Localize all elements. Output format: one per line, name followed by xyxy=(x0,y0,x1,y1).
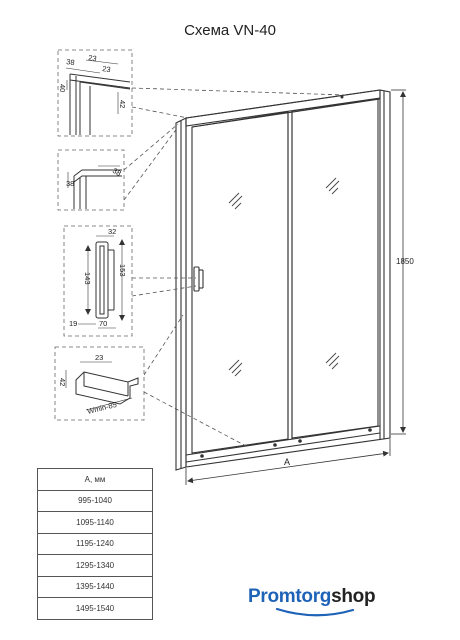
detail3-dim-153: 153 xyxy=(118,264,127,277)
brand-logo-part2: shop xyxy=(331,586,376,607)
detail1-dim-40: 40 xyxy=(58,84,67,92)
detail-top-profile xyxy=(57,49,133,137)
door-handle xyxy=(193,266,204,292)
door-rollers xyxy=(200,95,372,458)
width-label: A xyxy=(284,457,290,467)
detail1-dim-23b: 23 xyxy=(102,64,112,74)
table-row: 1195-1240 xyxy=(37,532,153,555)
brand-logo: Promtorgshop xyxy=(248,586,376,608)
detail4-dim-42: 42 xyxy=(58,378,67,386)
detail1-dim-23a: 23 xyxy=(88,53,98,63)
detail3-dim-19: 19 xyxy=(69,319,77,328)
table-header-row: A, мм xyxy=(37,468,153,491)
table-cell: 1295-1340 xyxy=(37,554,153,577)
glass-reflection-marks xyxy=(228,177,340,377)
detail-bottom-profile xyxy=(54,346,145,421)
diagram-title: Схема VN-40 xyxy=(184,22,276,39)
detail2-dim-38-side: 38 xyxy=(66,179,74,188)
table-row: 1395-1440 xyxy=(37,575,153,598)
detail1-dim-42: 42 xyxy=(118,100,127,108)
door-frame xyxy=(175,89,391,471)
height-label: 1850 xyxy=(396,257,414,266)
detail3-dim-70: 70 xyxy=(99,319,107,328)
table-cell: 1395-1440 xyxy=(37,575,153,598)
table-header-cell: A, мм xyxy=(37,468,153,491)
detail3-dim-32: 32 xyxy=(108,227,116,236)
height-dimension xyxy=(391,89,406,435)
table-row: 1295-1340 xyxy=(37,554,153,577)
detail1-dim-38: 38 xyxy=(66,57,76,67)
table-cell: 1195-1240 xyxy=(37,532,153,555)
detail3-dim-143: 143 xyxy=(83,272,92,285)
table-cell: 1095-1140 xyxy=(37,511,153,534)
table-row: 1095-1140 xyxy=(37,511,153,534)
detail-wall-profile xyxy=(57,149,125,211)
width-dimension xyxy=(185,439,391,485)
table-cell: 1495-1540 xyxy=(37,597,153,620)
detail-handle xyxy=(63,225,133,337)
size-table: A, мм 995-1040 1095-1140 1195-1240 1295-… xyxy=(37,468,153,620)
detail2-dim-38-top: 38 xyxy=(111,166,123,178)
detail4-dim-23: 23 xyxy=(95,353,103,362)
brand-logo-part1: Promtorg xyxy=(248,586,332,607)
logo-swoosh-icon xyxy=(275,607,355,617)
table-row: 1495-1540 xyxy=(37,597,153,620)
table-cell: 995-1040 xyxy=(37,489,153,512)
detail-leaders xyxy=(123,87,346,447)
table-row: 995-1040 xyxy=(37,489,153,512)
